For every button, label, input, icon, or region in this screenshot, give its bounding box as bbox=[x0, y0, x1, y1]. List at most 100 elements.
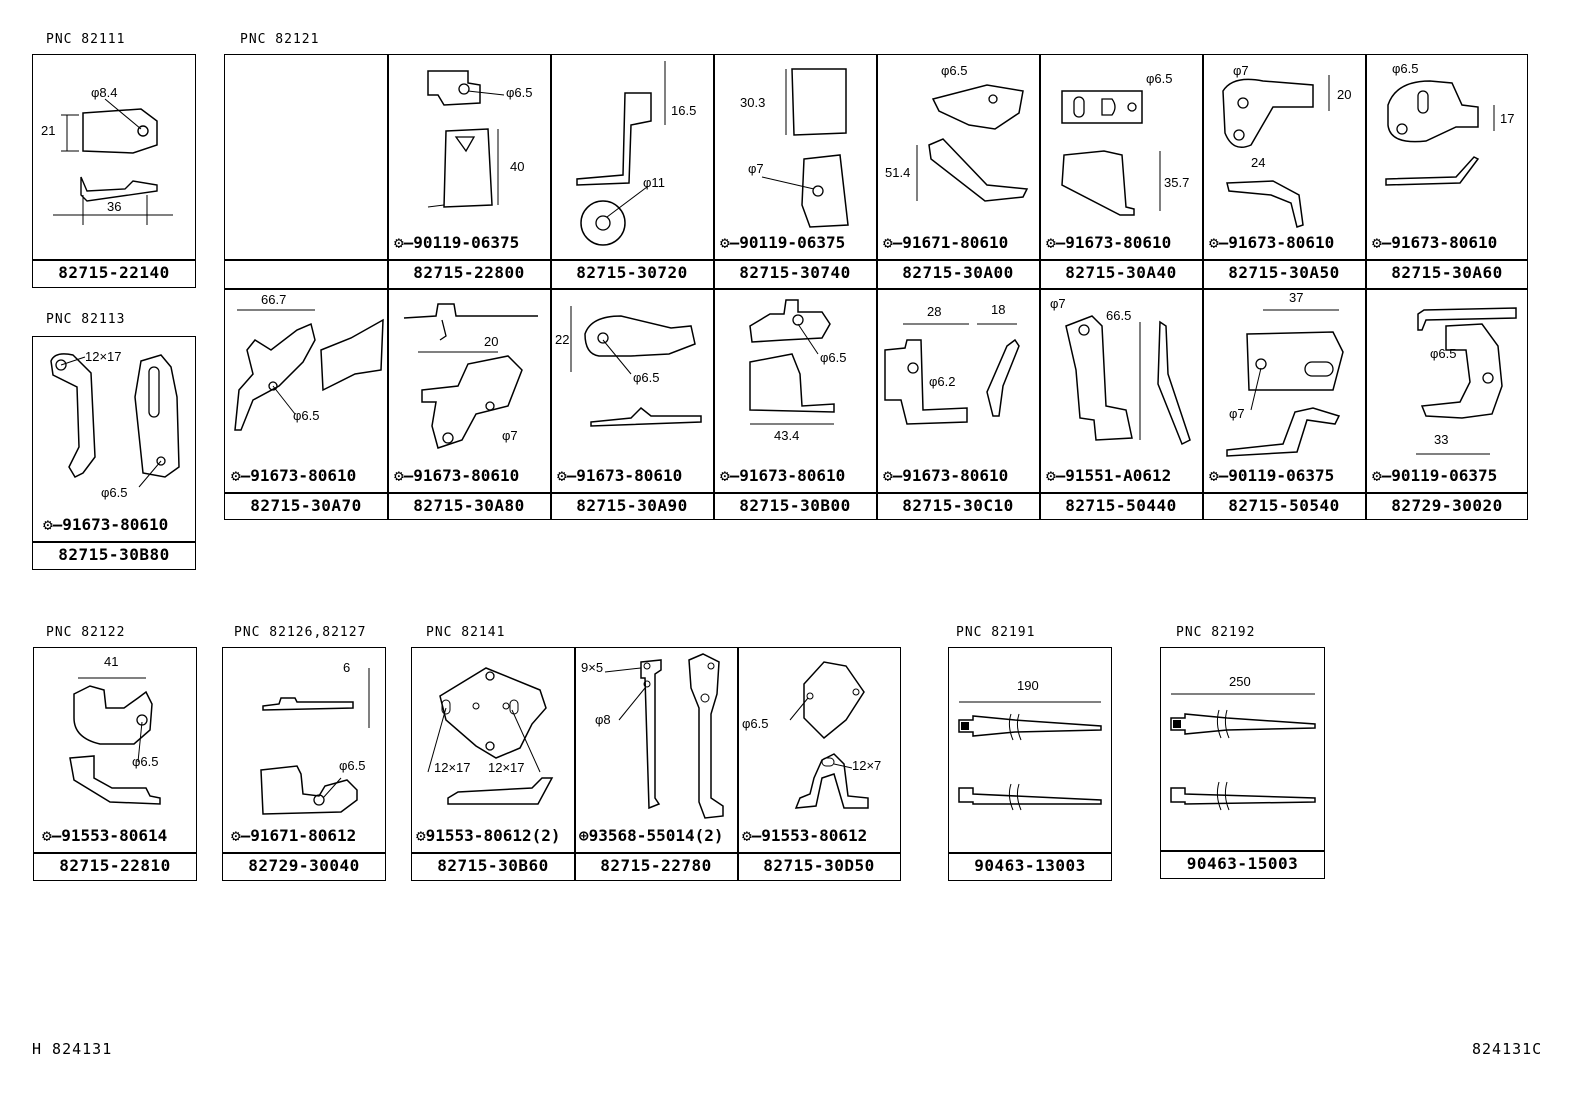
bolt-part-number: ⚙—91673-80610 bbox=[394, 466, 520, 485]
part-number: 82715-30A00 bbox=[902, 263, 1014, 282]
pnc-label-82111: PNC 82111 bbox=[46, 32, 126, 47]
dim-label: φ8.4 bbox=[91, 85, 118, 100]
dim-label: φ6.5 bbox=[132, 754, 159, 769]
bolt-part-number: ⚙—91673-80610 bbox=[1372, 233, 1498, 252]
dim-label: 12×17 bbox=[85, 349, 122, 364]
part-grid-82121: φ6.5 40 ⚙—90119-06375 16.5 φ11 30.3 φ7 ⚙… bbox=[224, 54, 1528, 520]
bolt-part-number: ⚙—91671-80612 bbox=[231, 826, 357, 845]
bolt-part-number: ⚙—90119-06375 bbox=[720, 233, 846, 252]
part-number: 82729-30020 bbox=[1391, 496, 1503, 515]
part-number: 82715-30A90 bbox=[576, 496, 688, 515]
dim-label: 24 bbox=[1251, 155, 1266, 170]
dim-label: φ8 bbox=[595, 712, 611, 727]
dim-label: 12×17 bbox=[434, 760, 471, 775]
dim-label: 30.3 bbox=[740, 95, 766, 110]
bolt-part-number: ⚙—91673-80610 bbox=[720, 466, 846, 485]
bolt-part-number: ⚙91553-80612(2) bbox=[416, 826, 561, 845]
bolt-part-number: ⚙—91673-80610 bbox=[43, 515, 169, 534]
part-number: 82715-50540 bbox=[1228, 496, 1340, 515]
dim-label: 51.4 bbox=[885, 165, 911, 180]
part-cell-82715-30720: 16.5 φ11 bbox=[551, 55, 713, 288]
bolt-part-number: ⚙—90119-06375 bbox=[1209, 466, 1335, 485]
dim-label: 9×5 bbox=[581, 660, 604, 675]
dim-label: φ6.5 bbox=[293, 408, 320, 423]
footer-right-code: 824131C bbox=[1472, 1040, 1543, 1058]
dim-label: 190 bbox=[1017, 678, 1039, 693]
part-number: 82715-30D50 bbox=[763, 856, 875, 875]
part-cell-82715-30B60: 12×17 12×17 ⚙91553-80612(2) bbox=[412, 648, 574, 852]
bolt-part-number: ⚙—91673-80610 bbox=[1046, 233, 1172, 252]
dim-label: φ7 bbox=[748, 161, 764, 176]
part-number: 82715-22800 bbox=[413, 263, 525, 282]
footer-left-code: H 824131 bbox=[32, 1040, 113, 1058]
dim-label: φ7 bbox=[1233, 63, 1249, 78]
dim-label: 12×17 bbox=[488, 760, 525, 775]
part-number: 82715-30B60 bbox=[437, 856, 549, 875]
part-box-82113: 12×17 φ6.5 ⚙—91673-80610 82715-30B80 bbox=[32, 336, 196, 570]
dim-label: 6 bbox=[343, 660, 351, 675]
dim-label: 12×7 bbox=[852, 758, 882, 773]
pnc-label-82126: PNC 82126,82127 bbox=[234, 625, 367, 640]
part-cell-82715-30A40: φ6.5 35.7 ⚙—91673-80610 bbox=[1040, 55, 1202, 288]
dim-label: φ6.5 bbox=[820, 350, 847, 365]
part-cell-82729-30020: φ6.5 33 ⚙—90119-06375 bbox=[1366, 290, 1528, 492]
dim-label: φ6.2 bbox=[929, 374, 956, 389]
dim-label: φ6.5 bbox=[941, 63, 968, 78]
part-number: 82715-30720 bbox=[576, 263, 688, 282]
dim-label: 43.4 bbox=[774, 428, 800, 443]
dim-label: φ6.5 bbox=[1392, 61, 1419, 76]
part-number: 82715-30740 bbox=[739, 263, 851, 282]
pnc-label-82141: PNC 82141 bbox=[426, 625, 506, 640]
dim-label: 22 bbox=[555, 332, 570, 347]
part-number: 82715-30B80 bbox=[58, 545, 170, 564]
part-number: 82715-30A80 bbox=[413, 496, 525, 515]
part-cell-82715-22780: 9×5 φ8 ⊕93568-55014(2) bbox=[575, 648, 737, 852]
part-cell-82715-50440: φ7 66.5 ⚙—91551-A0612 bbox=[1040, 290, 1202, 492]
part-number: 90463-15003 bbox=[1186, 854, 1299, 873]
dim-label: φ6.5 bbox=[339, 758, 366, 773]
bolt-part-number: ⚙—90119-06375 bbox=[394, 233, 520, 252]
dim-label: 250 bbox=[1229, 674, 1251, 689]
dim-label: 33 bbox=[1434, 432, 1449, 447]
part-number: 82715-50440 bbox=[1065, 496, 1177, 515]
bolt-part-number: ⚙—91673-80610 bbox=[883, 466, 1009, 485]
dim-label: 66.5 bbox=[1106, 308, 1132, 323]
pnc-label-82121: PNC 82121 bbox=[240, 32, 320, 47]
part-number: 82715-22780 bbox=[600, 856, 712, 875]
dim-label: φ7 bbox=[1229, 406, 1245, 421]
part-number: 82715-22140 bbox=[58, 263, 170, 282]
cable-tie-drawing bbox=[1170, 693, 1316, 811]
part-number: 82729-30040 bbox=[248, 856, 360, 875]
bolt-part-number: ⊕93568-55014(2) bbox=[579, 826, 724, 845]
part-number: 82715-30B00 bbox=[739, 496, 851, 515]
dim-label: φ7 bbox=[1050, 296, 1066, 311]
dim-label: φ7 bbox=[502, 428, 518, 443]
part-cell-82715-22800: φ6.5 40 ⚙—90119-06375 bbox=[388, 55, 550, 288]
dim-label: 18 bbox=[991, 302, 1006, 317]
dim-label: φ6.5 bbox=[506, 85, 533, 100]
part-number: 82715-30A60 bbox=[1391, 263, 1503, 282]
dim-label: 37 bbox=[1289, 290, 1304, 305]
part-cell-82715-30A60: φ6.5 17 ⚙—91673-80610 bbox=[1366, 55, 1528, 288]
dim-label: φ6.5 bbox=[742, 716, 769, 731]
part-number: 82715-30A40 bbox=[1065, 263, 1177, 282]
part-box-82191: 190 90463-13003 bbox=[948, 647, 1112, 881]
dim-label: 41 bbox=[104, 654, 119, 669]
part-cell-82715-30740: 30.3 φ7 ⚙—90119-06375 bbox=[714, 55, 876, 288]
dim-label: φ6.5 bbox=[633, 370, 660, 385]
part-cell-82715-30C10: 28 18 φ6.2 ⚙—91673-80610 bbox=[877, 290, 1039, 492]
part-box-82122: 41 φ6.5 ⚙—91553-80614 82715-22810 bbox=[33, 647, 197, 881]
dim-label: 16.5 bbox=[671, 103, 697, 118]
dim-label: φ6.5 bbox=[1430, 346, 1457, 361]
dim-label: 40 bbox=[510, 159, 525, 174]
part-number: 82715-30C10 bbox=[902, 496, 1014, 515]
dim-label: φ11 bbox=[643, 175, 665, 190]
dim-label: 35.7 bbox=[1164, 175, 1190, 190]
dim-label: 17 bbox=[1500, 111, 1515, 126]
pnc-label-82113: PNC 82113 bbox=[46, 312, 126, 327]
bracket-drawing bbox=[50, 353, 180, 488]
part-number: 82715-22810 bbox=[59, 856, 171, 875]
bolt-part-number: ⚙—91553-80614 bbox=[42, 826, 168, 845]
part-box-82192: 250 90463-15003 bbox=[1160, 647, 1325, 879]
pnc-label-82192: PNC 82192 bbox=[1176, 625, 1256, 640]
